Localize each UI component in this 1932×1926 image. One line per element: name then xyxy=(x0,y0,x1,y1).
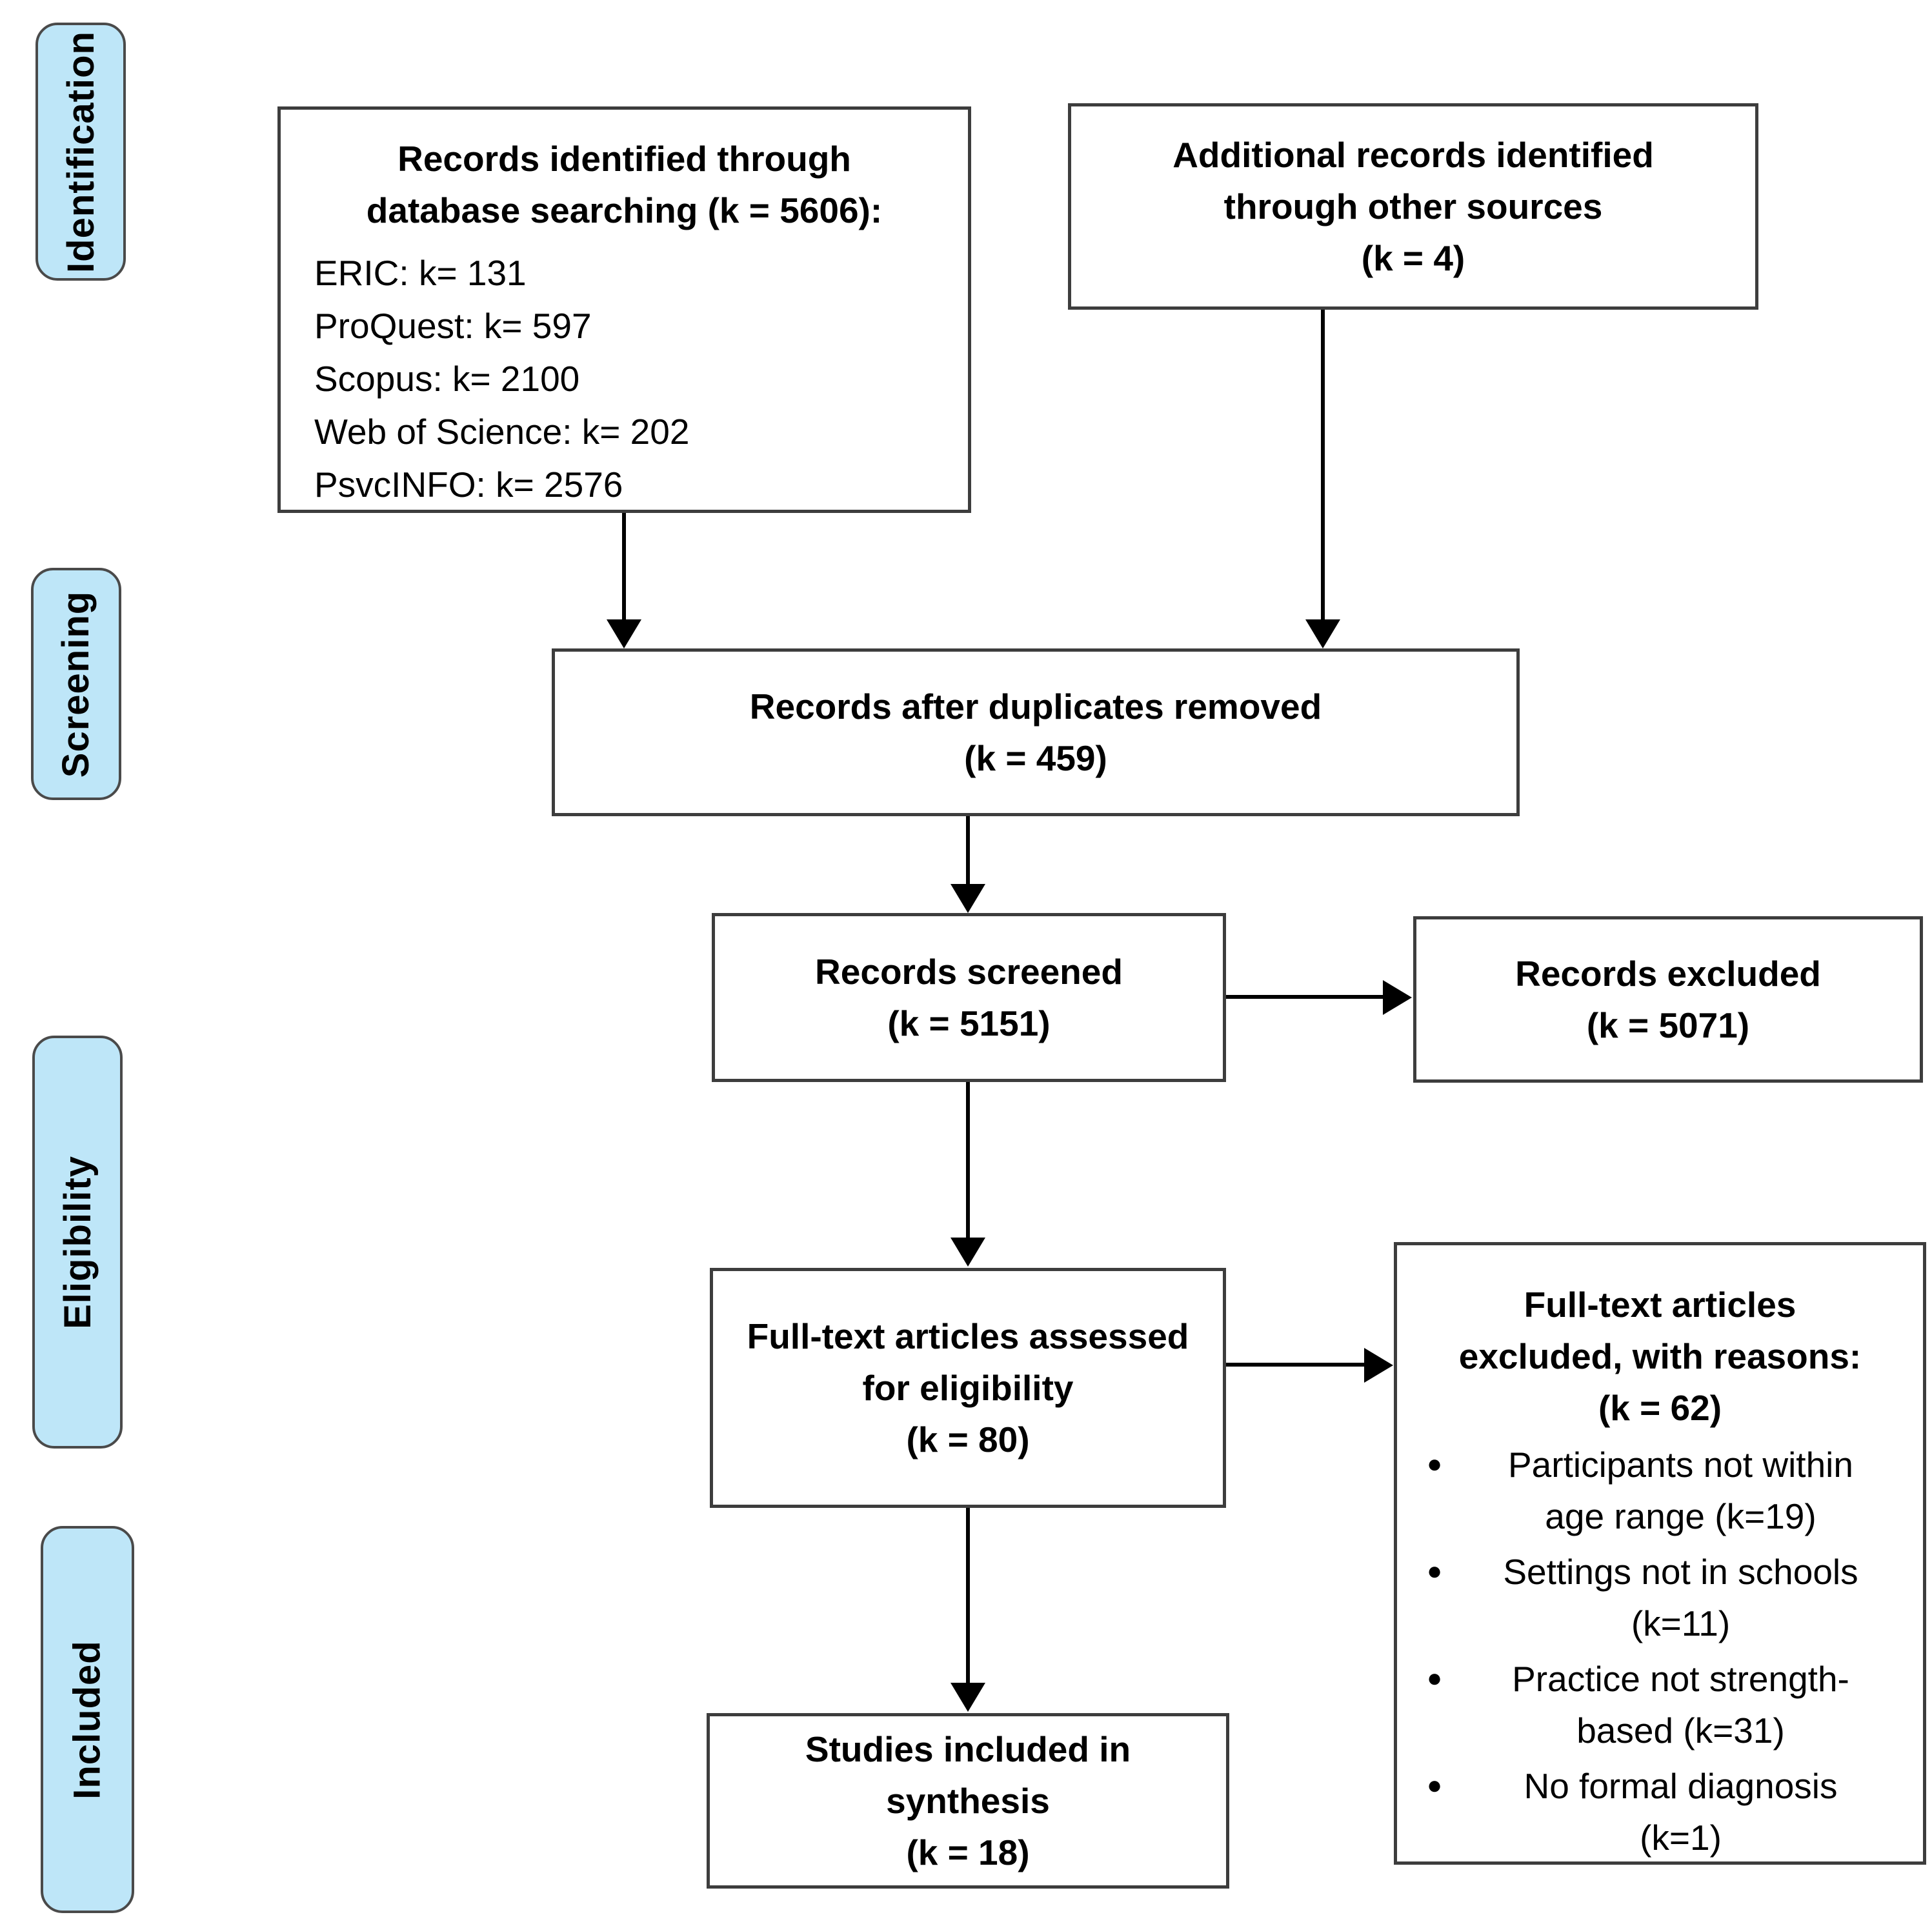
arrowhead-right-icon xyxy=(1364,1348,1393,1383)
exclusion-reason: ● Settings not in schools (k=11) xyxy=(1416,1546,1904,1649)
source-line: Scopus: k= 2100 xyxy=(314,359,580,399)
arrowhead-down-icon xyxy=(951,1238,985,1267)
box-count: (k = 62) xyxy=(1598,1388,1722,1428)
bullet-icon: ● xyxy=(1427,1450,1443,1478)
bullet-icon: ● xyxy=(1427,1557,1443,1585)
stage-label-eligibility: Eligibility xyxy=(32,1036,123,1449)
arrow-duplicates-to-screened xyxy=(966,816,970,886)
arrow-assessed-to-fulltext-excluded xyxy=(1226,1363,1367,1367)
box-count: (k = 18) xyxy=(906,1832,1030,1872)
box-title-line: Records after duplicates removed xyxy=(749,687,1322,727)
box-duplicates-removed: Records after duplicates removed (k = 45… xyxy=(552,648,1520,816)
arrow-identified-to-duplicates xyxy=(622,513,626,621)
box-title: Records identified through database sear… xyxy=(307,133,942,236)
database-source-list: ERIC: k= 131 ProQuest: k= 597 Scopus: k=… xyxy=(307,246,942,511)
box-count: (k = 5071) xyxy=(1586,1005,1750,1045)
box-title-line: synthesis xyxy=(886,1781,1050,1821)
box-fulltext-excluded: Full-text articles excluded, with reason… xyxy=(1394,1242,1926,1865)
stage-label-text: Screening xyxy=(55,590,97,777)
arrowhead-down-icon xyxy=(607,619,641,648)
box-title-line: Full-text articles assessed xyxy=(747,1316,1189,1356)
box-fulltext-assessed: Full-text articles assessed for eligibil… xyxy=(710,1268,1226,1508)
box-title-line: through other sources xyxy=(1223,186,1603,226)
source-line: PsvcINFO: k= 2576 xyxy=(314,465,623,505)
box-count: (k = 4) xyxy=(1361,238,1465,278)
arrowhead-right-icon xyxy=(1383,980,1412,1015)
source-line: Web of Science: k= 202 xyxy=(314,412,690,452)
box-title-line: excluded, with reasons: xyxy=(1458,1336,1862,1376)
reason-line: Settings not in schools xyxy=(1503,1552,1858,1592)
reason-line: Participants not within xyxy=(1508,1445,1853,1485)
reason-line: based (k=31) xyxy=(1576,1710,1785,1750)
box-title-line: database searching (k = 5606): xyxy=(366,190,883,230)
reason-line: Practice not strength- xyxy=(1512,1659,1849,1699)
box-records-excluded: Records excluded (k = 5071) xyxy=(1413,916,1923,1083)
arrow-screened-to-assessed xyxy=(966,1082,970,1240)
source-line: ProQuest: k= 597 xyxy=(314,306,592,346)
box-studies-included: Studies included in synthesis (k = 18) xyxy=(707,1713,1229,1889)
stage-label-text: Identification xyxy=(59,30,102,273)
box-count: (k = 459) xyxy=(964,738,1107,778)
box-title-line: Additional records identified xyxy=(1172,135,1654,175)
arrow-assessed-to-included xyxy=(966,1508,970,1685)
box-title: Full-text articles excluded, with reason… xyxy=(1416,1279,1904,1434)
arrowhead-down-icon xyxy=(1305,619,1340,648)
stage-label-text: Included xyxy=(66,1640,108,1800)
stage-label-included: Included xyxy=(41,1526,134,1913)
reason-line: age range (k=19) xyxy=(1545,1496,1816,1536)
arrowhead-down-icon xyxy=(951,1683,985,1712)
exclusion-reason-list: ● Participants not within age range (k=1… xyxy=(1416,1439,1904,1867)
box-title-line: Records excluded xyxy=(1515,954,1821,994)
box-title-line: Studies included in xyxy=(805,1729,1131,1769)
box-count: (k = 80) xyxy=(906,1419,1030,1460)
stage-label-text: Eligibility xyxy=(56,1155,99,1329)
reason-line: (k=1) xyxy=(1640,1818,1722,1858)
box-additional-records: Additional records identified through ot… xyxy=(1068,103,1758,310)
arrowhead-down-icon xyxy=(951,884,985,913)
stage-label-identification: Identification xyxy=(35,23,126,281)
bullet-icon: ● xyxy=(1427,1771,1443,1800)
box-title-line: for eligibility xyxy=(862,1368,1074,1408)
exclusion-reason: ● Participants not within age range (k=1… xyxy=(1416,1439,1904,1542)
box-records-screened: Records screened (k = 5151) xyxy=(712,913,1226,1082)
box-title-line: Records screened xyxy=(815,952,1123,992)
bullet-icon: ● xyxy=(1427,1664,1443,1692)
box-count: (k = 5151) xyxy=(887,1003,1051,1043)
arrow-screened-to-excluded xyxy=(1226,995,1385,999)
reason-line: (k=11) xyxy=(1631,1603,1731,1643)
arrow-additional-to-duplicates xyxy=(1321,310,1325,621)
exclusion-reason: ● No formal diagnosis (k=1) xyxy=(1416,1760,1904,1863)
stage-label-screening: Screening xyxy=(31,568,121,800)
source-line: ERIC: k= 131 xyxy=(314,253,527,293)
exclusion-reason: ● Practice not strength- based (k=31) xyxy=(1416,1653,1904,1756)
box-title-line: Records identified through xyxy=(397,139,851,179)
box-title-line: Full-text articles xyxy=(1524,1285,1796,1325)
box-records-identified: Records identified through database sear… xyxy=(277,106,971,513)
reason-line: No formal diagnosis xyxy=(1524,1766,1838,1806)
